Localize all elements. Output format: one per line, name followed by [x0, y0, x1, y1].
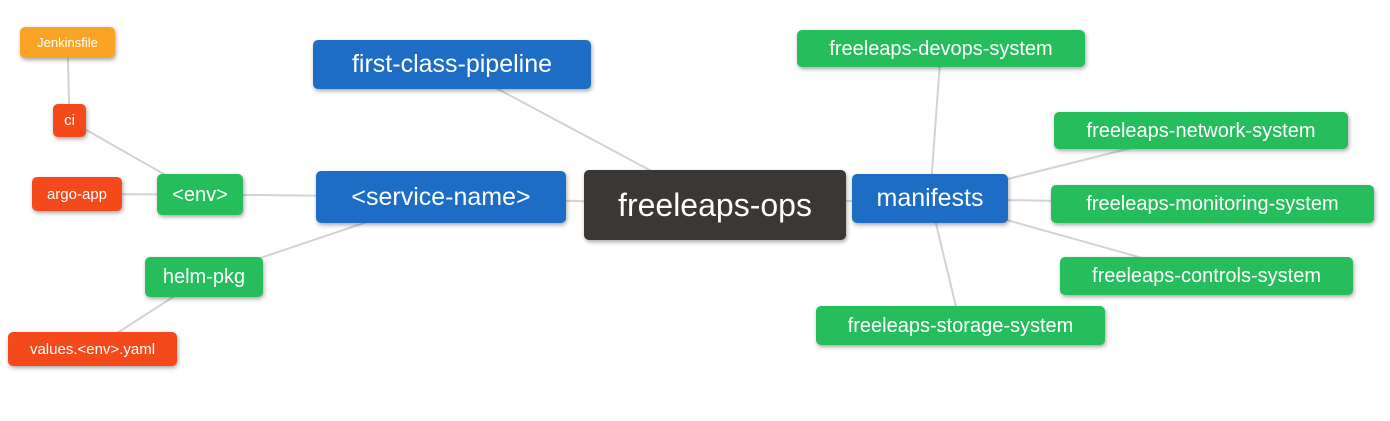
node-helm-pkg[interactable]: helm-pkg [145, 257, 263, 297]
node-controls-system[interactable]: freeleaps-controls-system [1060, 257, 1353, 295]
node-devops-system[interactable]: freeleaps-devops-system [797, 30, 1085, 67]
node-label: <service-name> [351, 182, 531, 211]
node-label: <env> [172, 183, 228, 206]
node-label: Jenkinsfile [37, 35, 98, 50]
node-argo-app[interactable]: argo-app [32, 177, 122, 211]
node-values-env-yaml[interactable]: values.<env>.yaml [8, 332, 177, 366]
node-label: freeleaps-ops [618, 187, 812, 223]
node-label: manifests [876, 184, 984, 212]
node-env[interactable]: <env> [157, 174, 243, 215]
node-service-name[interactable]: <service-name> [316, 171, 566, 223]
edge-manifests-devops-system [929, 48, 942, 199]
node-ci[interactable]: ci [53, 104, 86, 137]
node-label: freeleaps-controls-system [1092, 265, 1321, 287]
node-label: ci [64, 112, 75, 129]
node-label: helm-pkg [162, 266, 246, 288]
node-label: first-class-pipeline [351, 50, 553, 78]
node-jenkinsfile[interactable]: Jenkinsfile [20, 27, 115, 58]
node-label: freeleaps-storage-system [847, 314, 1074, 337]
node-storage-system[interactable]: freeleaps-storage-system [816, 306, 1105, 345]
node-first-class-pipeline[interactable]: first-class-pipeline [313, 40, 591, 89]
node-label: freeleaps-devops-system [829, 37, 1053, 60]
node-label: values.<env>.yaml [29, 340, 156, 358]
node-monitoring-system[interactable]: freeleaps-monitoring-system [1051, 185, 1374, 223]
node-manifests[interactable]: manifests [852, 174, 1008, 223]
node-freeleaps-ops[interactable]: freeleaps-ops [584, 170, 846, 240]
node-label: freeleaps-monitoring-system [1086, 193, 1339, 215]
node-network-system[interactable]: freeleaps-network-system [1054, 112, 1348, 149]
node-label: argo-app [46, 185, 108, 203]
node-label: freeleaps-network-system [1086, 119, 1316, 142]
